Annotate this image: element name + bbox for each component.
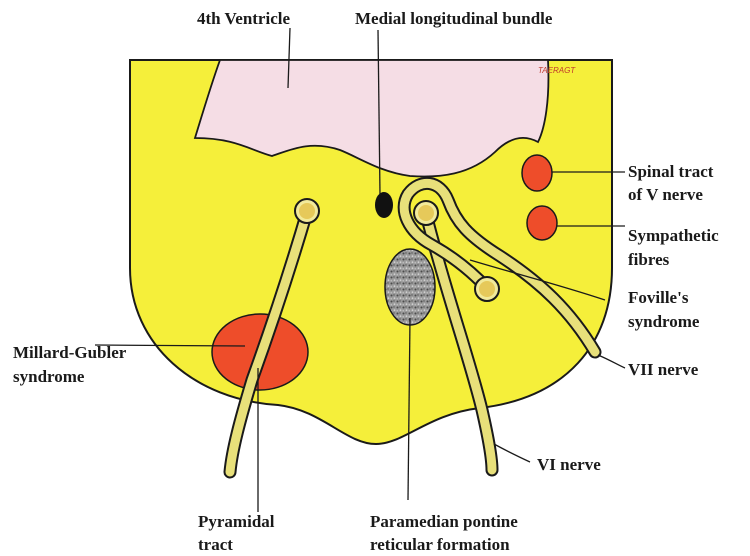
label-ppr-line2: reticular formation [370, 535, 510, 554]
medial-longitudinal-bundle [375, 192, 393, 218]
label-pyramidal-line2: tract [198, 535, 233, 554]
label-millard-gubler-line2: syndrome [13, 367, 85, 386]
label-sympathetic-line1: Sympathetic [628, 226, 719, 245]
spinal-tract-v-nerve [522, 155, 552, 191]
label-spinal-tract-line2: of V nerve [628, 185, 703, 204]
sympathetic-fibres [527, 206, 557, 240]
label-pyramidal-line1: Pyramidal [198, 512, 275, 531]
vi-nerve-nucleus [414, 201, 438, 225]
label-foville-line1: Foville's [628, 288, 689, 307]
pyramidal-nucleus [295, 199, 319, 223]
vii-nerve-nucleus [475, 277, 499, 301]
label-vi-nerve: VI nerve [537, 455, 601, 474]
label-millard-gubler-line1: Millard-Gubler [13, 343, 127, 362]
label-vii-nerve: VII nerve [628, 360, 699, 379]
label-spinal-tract-line1: Spinal tract [628, 162, 714, 181]
label-ppr-line1: Paramedian pontine [370, 512, 518, 531]
illustrator-credit: TAERAGT [538, 66, 576, 75]
label-medial-longitudinal-bundle: Medial longitudinal bundle [355, 9, 553, 28]
paramedian-pontine-reticular-formation [385, 249, 435, 325]
label-fourth-ventricle: 4th Ventricle [197, 9, 290, 28]
label-sympathetic-line2: fibres [628, 250, 670, 269]
label-foville-line2: syndrome [628, 312, 700, 331]
